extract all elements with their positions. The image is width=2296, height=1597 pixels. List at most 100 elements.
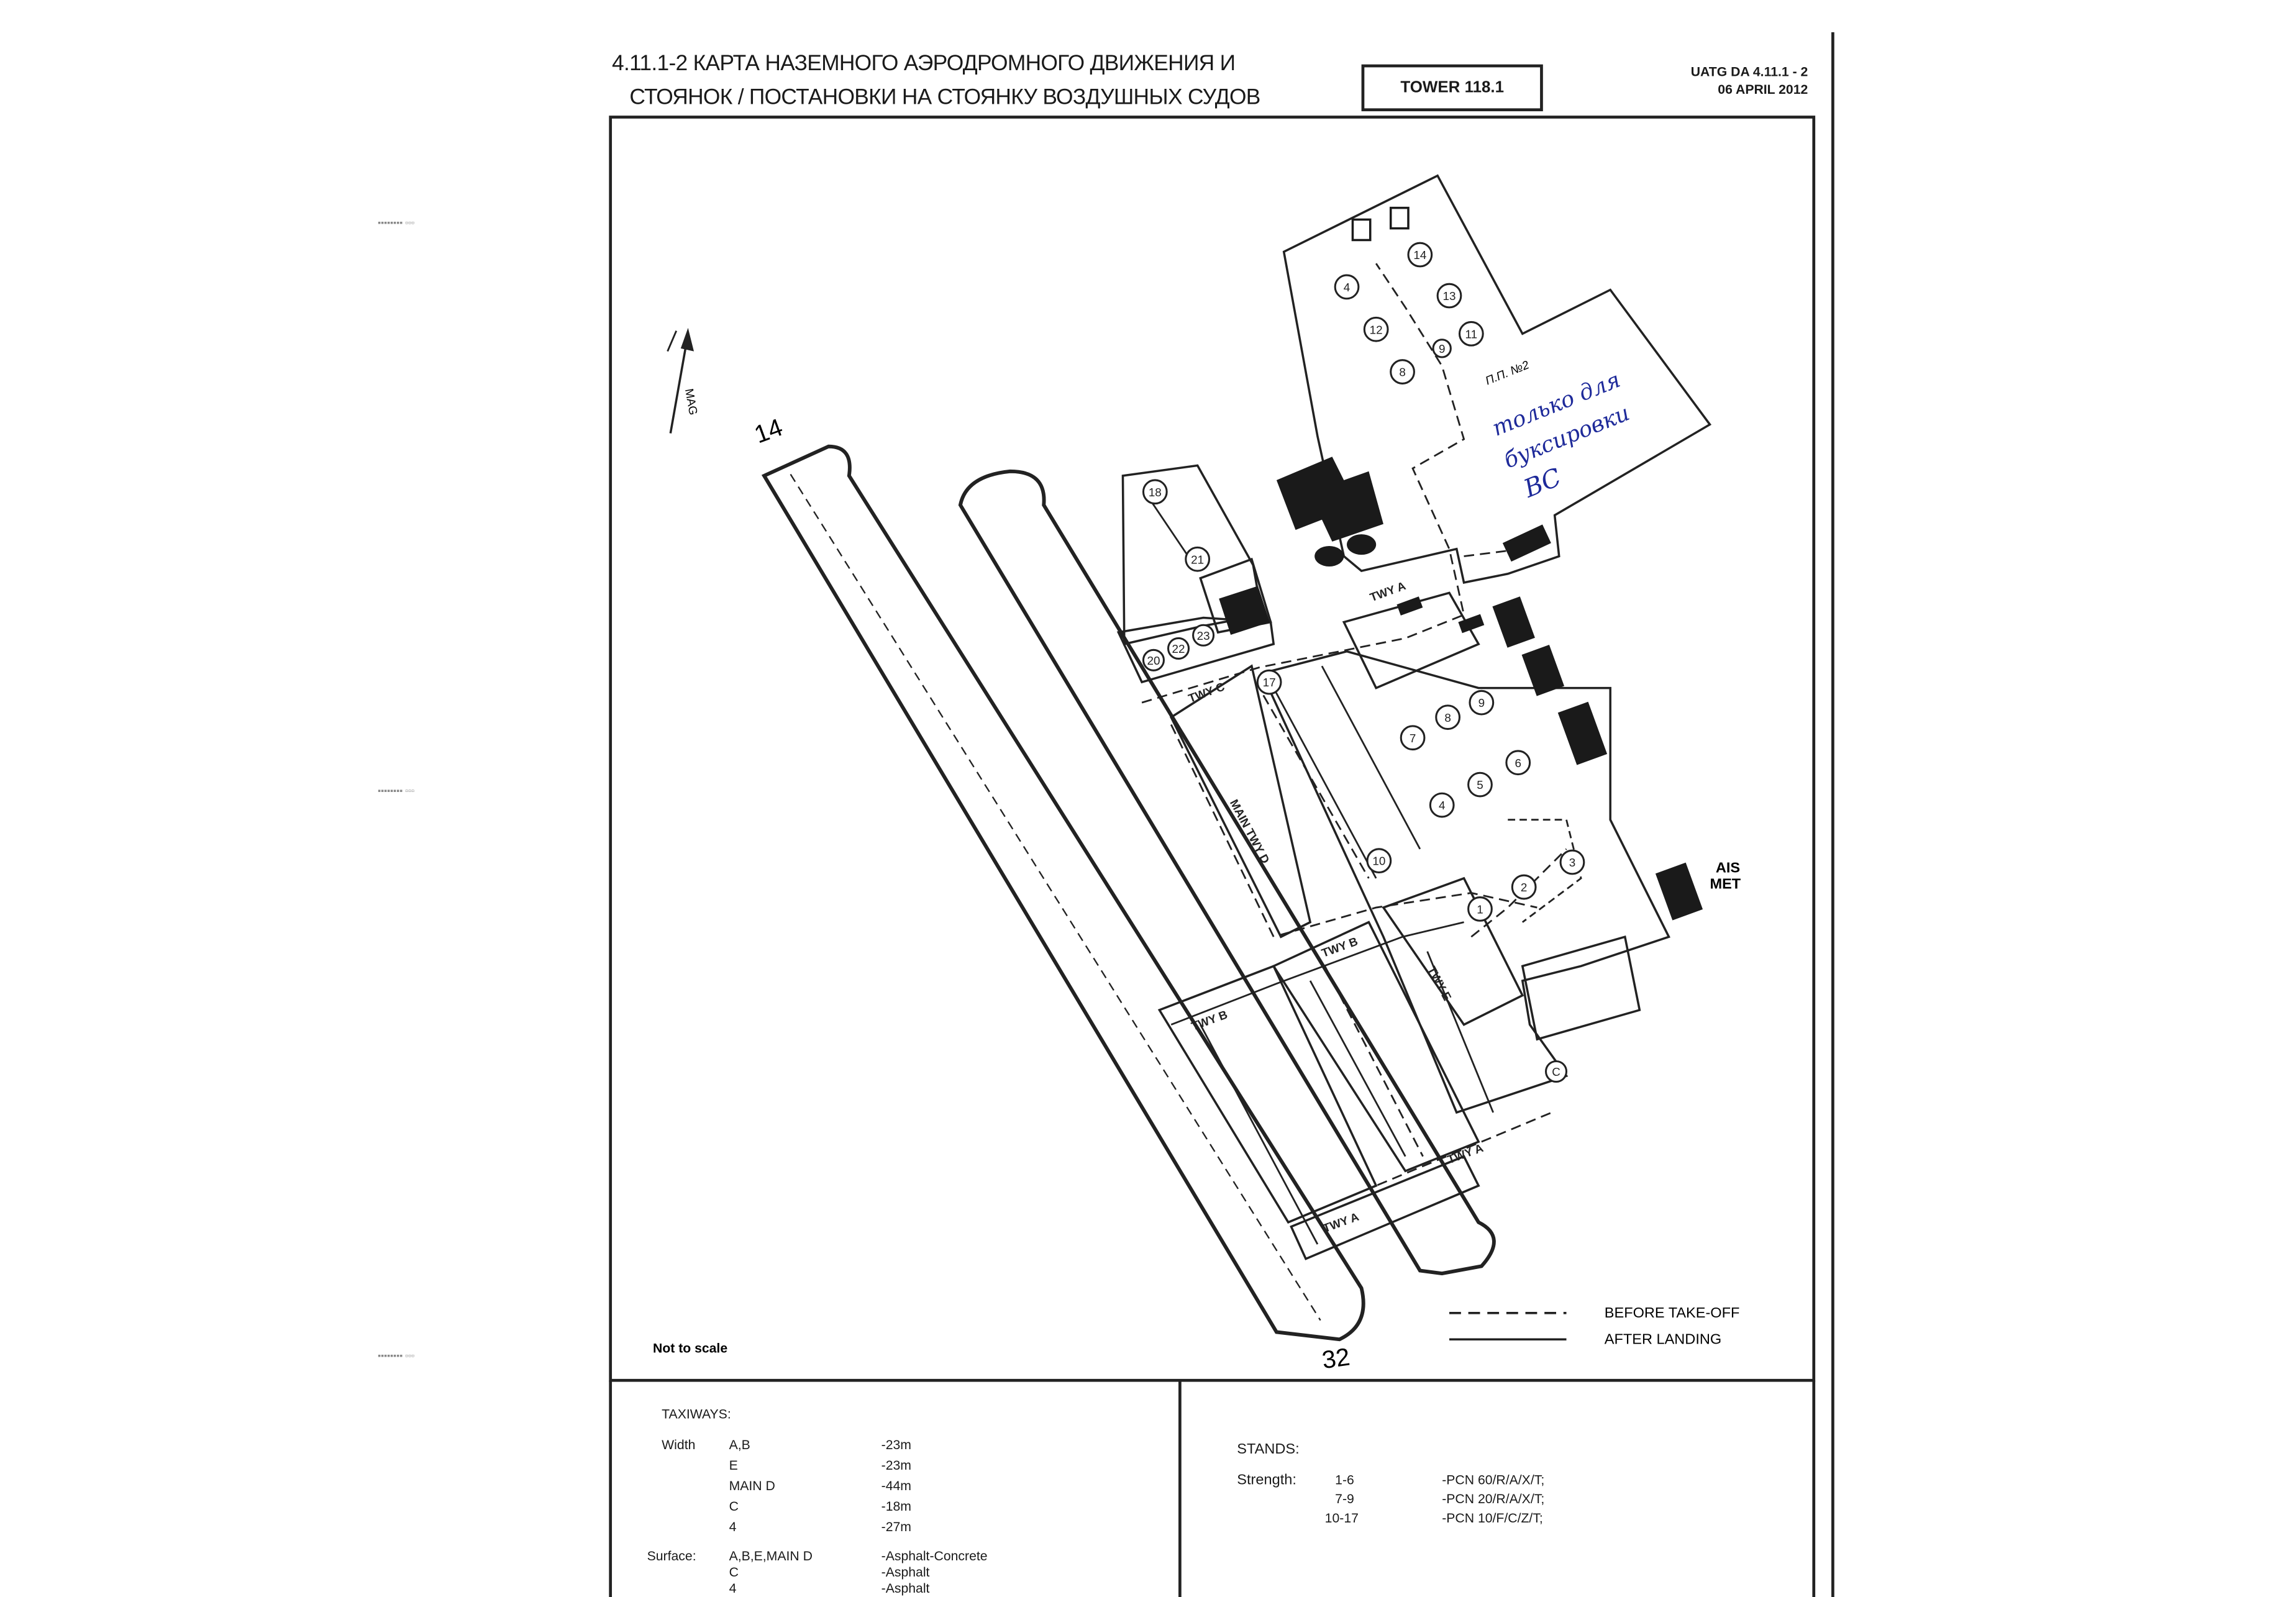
building-round-1 (1314, 545, 1344, 566)
svg-text:C: C (1552, 1065, 1560, 1078)
building-kiosk-2 (1458, 614, 1485, 634)
strength-range-0: 1-6 (1335, 1472, 1354, 1488)
label-twy-a-1: TWY A (1321, 1210, 1361, 1235)
legend: BEFORE TAKE-OFF AFTER LANDING (1449, 1304, 1739, 1347)
label-twy-b-1: TWY B (1190, 1008, 1229, 1032)
label-twy-a-top: TWY A (1368, 579, 1408, 604)
stand-range-21: 21 (1185, 546, 1211, 572)
ais-label: AIS (1716, 860, 1740, 876)
apron-structure (1116, 174, 1712, 1260)
strength-label: Strength: (1237, 1472, 1296, 1489)
not-to-scale-note: Not to scale (653, 1341, 727, 1355)
stand-top-11: 11 (1458, 321, 1484, 347)
taxiways-heading: TAXIWAYS: (662, 1406, 731, 1422)
building-outline-1 (1351, 218, 1372, 242)
terminal-building (1276, 457, 1383, 542)
north-arrow-icon: MAG (667, 327, 700, 434)
svg-text:18: 18 (1149, 486, 1162, 499)
building-round-2 (1347, 534, 1377, 555)
taxi-routes (1141, 263, 1582, 1245)
building-outline-2 (1389, 206, 1410, 230)
svg-text:8: 8 (1444, 711, 1451, 724)
strength-range-2: 10-17 (1324, 1510, 1359, 1526)
width-value-3: -18m (881, 1499, 911, 1514)
building-kiosk (1396, 596, 1423, 616)
stand-range-10: 10 (1366, 848, 1392, 874)
chart-reference: UATG DA 4.11.1 - 2 (1690, 64, 1808, 80)
building-block-3 (1557, 701, 1608, 765)
label-twy-a-2: TWY A (1446, 1141, 1485, 1166)
stand-mid-7: 7 (1400, 725, 1426, 751)
stand-range-18: 18 (1142, 479, 1168, 505)
svg-text:12: 12 (1370, 323, 1383, 336)
stand-mid-1: 1 (1467, 896, 1493, 922)
stand-top-9: 9 (1432, 339, 1452, 358)
met-label: MET (1710, 875, 1741, 891)
stand-range-17: 17 (1256, 669, 1282, 695)
building-right-small (1502, 524, 1551, 562)
stand-top-4: 4 (1334, 274, 1360, 300)
stand-mid-6: 6 (1505, 750, 1531, 776)
parallel-taxiway-strip (958, 469, 1496, 1276)
svg-text:2: 2 (1521, 881, 1527, 894)
svg-text:3: 3 (1569, 856, 1575, 869)
svg-text:14: 14 (1413, 248, 1426, 262)
width-name-4: 4 (729, 1519, 737, 1534)
runway-14-32: 14 32 (751, 414, 1365, 1374)
tower-frequency-box: TOWER 118.1 (1361, 64, 1543, 112)
ais-met-building (1655, 862, 1703, 921)
buildings (1219, 206, 1703, 921)
chart-date: 06 APRIL 2012 (1718, 81, 1808, 97)
stand-left-20: 20 (1142, 648, 1165, 671)
stand-top-13: 13 (1436, 283, 1462, 309)
width-label: Width (662, 1437, 696, 1452)
building-block-2 (1521, 645, 1565, 696)
width-value-4: -27m (881, 1519, 911, 1534)
stand-top-8: 8 (1390, 359, 1415, 384)
stand-left-22: 22 (1167, 637, 1190, 660)
apron-label: П.П. №2 (1483, 358, 1531, 387)
width-value-0: -23m (881, 1437, 911, 1452)
hangar-building (1219, 586, 1270, 635)
north-label: MAG (683, 388, 700, 416)
legend-after-landing: AFTER LANDING (1605, 1331, 1721, 1347)
svg-text:9: 9 (1439, 342, 1445, 355)
surface-value-2: -Asphalt (881, 1581, 930, 1596)
stand-top-14: 14 (1407, 242, 1433, 268)
width-name-1: E (729, 1458, 738, 1473)
strength-range-1: 7-9 (1335, 1491, 1354, 1506)
svg-text:5: 5 (1477, 778, 1483, 791)
svg-text:9: 9 (1478, 696, 1485, 709)
stand-top-12: 12 (1363, 316, 1389, 342)
svg-text:7: 7 (1410, 732, 1416, 745)
svg-text:11: 11 (1465, 327, 1478, 340)
svg-text:1: 1 (1477, 903, 1483, 916)
svg-text:4: 4 (1344, 281, 1350, 294)
map-frame (609, 116, 1816, 1382)
surface-label: Surface: (647, 1549, 696, 1563)
stand-mid-8: 8 (1435, 704, 1461, 730)
surface-value-1: -Asphalt (881, 1565, 930, 1580)
stand-mid-2: 2 (1511, 874, 1537, 900)
chart-title-line-1: 4.11.1-2 КАРТА НАЗЕМНОГО АЭРОДРОМНОГО ДВ… (612, 51, 1236, 76)
svg-text:22: 22 (1172, 642, 1185, 655)
strength-value-0: -PCN 60/R/A/X/T; (1442, 1472, 1545, 1488)
svg-text:23: 23 (1197, 629, 1210, 642)
stand-mid-3: 3 (1559, 849, 1585, 875)
width-name-3: C (729, 1499, 739, 1514)
strength-value-1: -PCN 20/R/A/X/T; (1442, 1491, 1545, 1506)
svg-text:20: 20 (1147, 654, 1160, 667)
width-value-2: -44m (881, 1478, 911, 1493)
width-name-0: A,B (729, 1437, 750, 1452)
surface-name-2: 4 (729, 1581, 737, 1596)
width-value-1: -23m (881, 1458, 911, 1473)
svg-text:21: 21 (1191, 553, 1204, 566)
runway-end-14: 14 (751, 414, 786, 449)
building-block-1 (1492, 596, 1535, 648)
svg-text:6: 6 (1515, 757, 1521, 770)
svg-text:8: 8 (1399, 366, 1405, 379)
surface-name-1: C (729, 1565, 739, 1580)
surface-value-0: -Asphalt-Concrete (881, 1549, 988, 1563)
stand-mid-9: 9 (1469, 689, 1495, 716)
chart-title-line-2: СТОЯНОК / ПОСТАНОВКИ НА СТОЯНКУ ВОЗДУШНЫ… (629, 84, 1260, 110)
